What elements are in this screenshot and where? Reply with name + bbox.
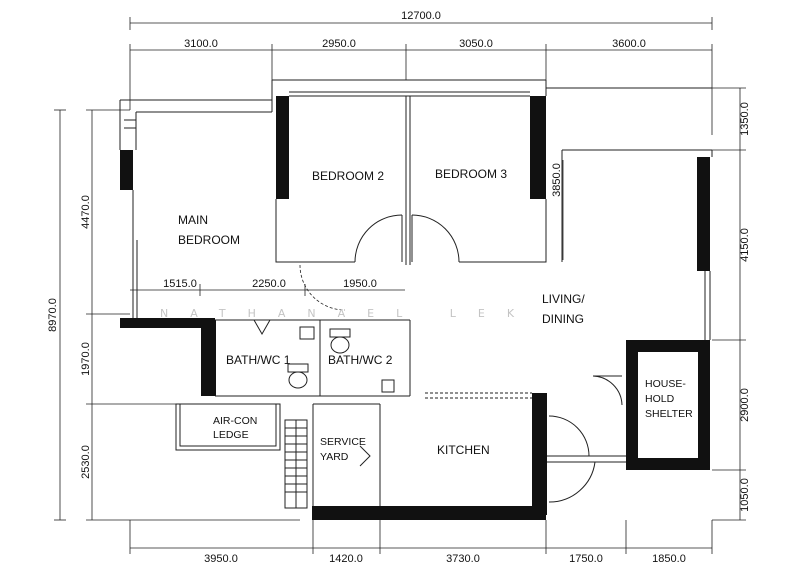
dimension-lines	[54, 17, 746, 554]
room-labels: MAIN BEDROOM BEDROOM 2 BEDROOM 3 LIVING/…	[178, 167, 693, 463]
dim-inner-1: 1515.0	[163, 278, 197, 290]
label-shelter-2: HOLD	[645, 393, 675, 405]
dim-left-3: 2530.0	[80, 445, 92, 479]
dim-top-3: 3050.0	[459, 38, 493, 50]
label-service-1: SERVICE	[320, 436, 366, 448]
dim-right-2: 4150.0	[739, 228, 751, 262]
dim-top-4: 3600.0	[612, 38, 646, 50]
dim-bottom-4: 1750.0	[569, 553, 603, 565]
label-service-2: YARD	[320, 451, 349, 463]
dim-left-total: 8970.0	[47, 298, 59, 332]
label-shelter-3: SHELTER	[645, 408, 693, 420]
label-kitchen: KITCHEN	[437, 443, 490, 457]
dim-right-4: 1050.0	[739, 478, 751, 512]
dim-inner-2: 2250.0	[252, 278, 286, 290]
dim-left-2: 1970.0	[80, 342, 92, 376]
label-living-1: LIVING/	[542, 292, 585, 306]
dim-bottom-5: 1850.0	[652, 553, 686, 565]
dimension-labels: 12700.0 3100.0 2950.0 3050.0 3600.0 3950…	[47, 10, 751, 565]
label-aircon-1: AIR-CON	[213, 415, 257, 427]
label-main-bedroom-2: BEDROOM	[178, 233, 240, 247]
dim-bottom-3: 3730.0	[446, 553, 480, 565]
dim-right-1: 1350.0	[739, 102, 751, 136]
watermark: NATHANAEL LEK	[160, 307, 536, 320]
doors-and-fixtures	[253, 214, 623, 503]
label-bedroom-2: BEDROOM 2	[312, 169, 384, 183]
label-aircon-2: LEDGE	[213, 429, 249, 441]
label-main-bedroom-1: MAIN	[178, 213, 208, 227]
dim-top-total: 12700.0	[401, 10, 441, 22]
label-bath-wc-2: BATH/WC 2	[328, 353, 393, 367]
dim-inner-4: 3850.0	[551, 163, 563, 197]
dim-bottom-1: 3950.0	[204, 553, 238, 565]
dim-top-1: 3100.0	[184, 38, 218, 50]
dim-right-3: 2900.0	[739, 388, 751, 422]
label-shelter-1: HOUSE-	[645, 378, 686, 390]
label-bedroom-3: BEDROOM 3	[435, 167, 507, 181]
label-bath-wc-1: BATH/WC 1	[226, 353, 291, 367]
dim-top-2: 2950.0	[322, 38, 356, 50]
dim-bottom-2: 1420.0	[329, 553, 363, 565]
walls	[119, 79, 713, 520]
label-living-2: DINING	[542, 312, 584, 326]
dim-left-1: 4470.0	[80, 195, 92, 229]
dim-inner-3: 1950.0	[343, 278, 377, 290]
